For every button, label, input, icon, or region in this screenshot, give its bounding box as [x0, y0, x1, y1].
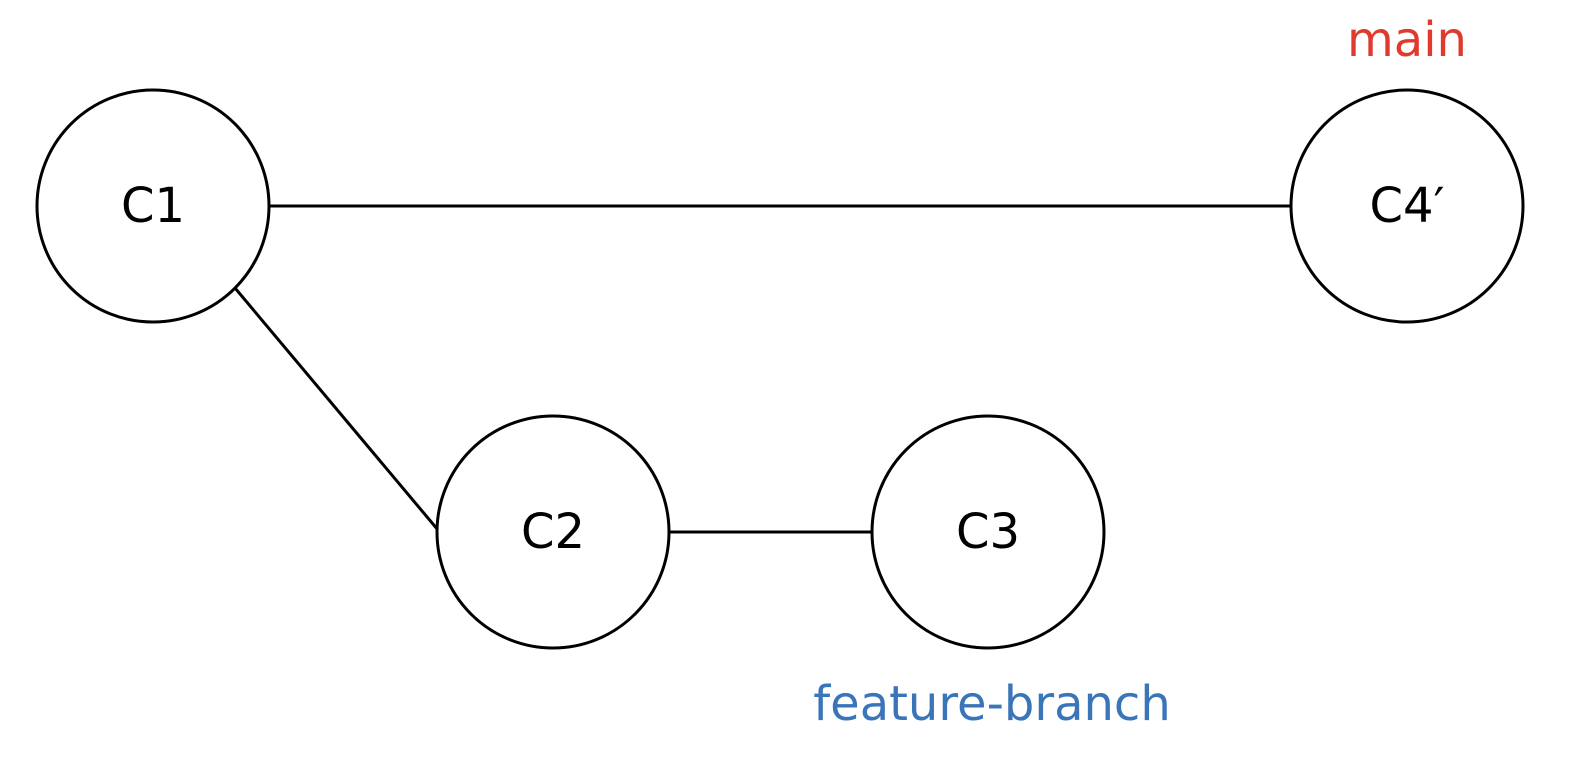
commit-label: C2	[521, 504, 585, 560]
commit-circle	[1289, 88, 1525, 324]
commit-label: C3	[956, 504, 1020, 560]
commit-node-c3[interactable]: C3	[870, 414, 1106, 650]
commit-circle	[435, 414, 671, 650]
commit-circle	[870, 414, 1106, 650]
commit-label: C1	[121, 178, 185, 234]
commit-circle	[35, 88, 271, 324]
commit-node-c4p[interactable]: C4′	[1289, 88, 1525, 324]
commit-node-c1[interactable]: C1	[35, 88, 271, 324]
branch-label-feature-branch: feature-branch	[813, 676, 1170, 732]
branch-label-main: main	[1347, 12, 1467, 68]
commit-label: C4′	[1370, 178, 1445, 234]
edge-c1-c2	[233, 287, 440, 531]
commit-node-c2[interactable]: C2	[435, 414, 671, 650]
